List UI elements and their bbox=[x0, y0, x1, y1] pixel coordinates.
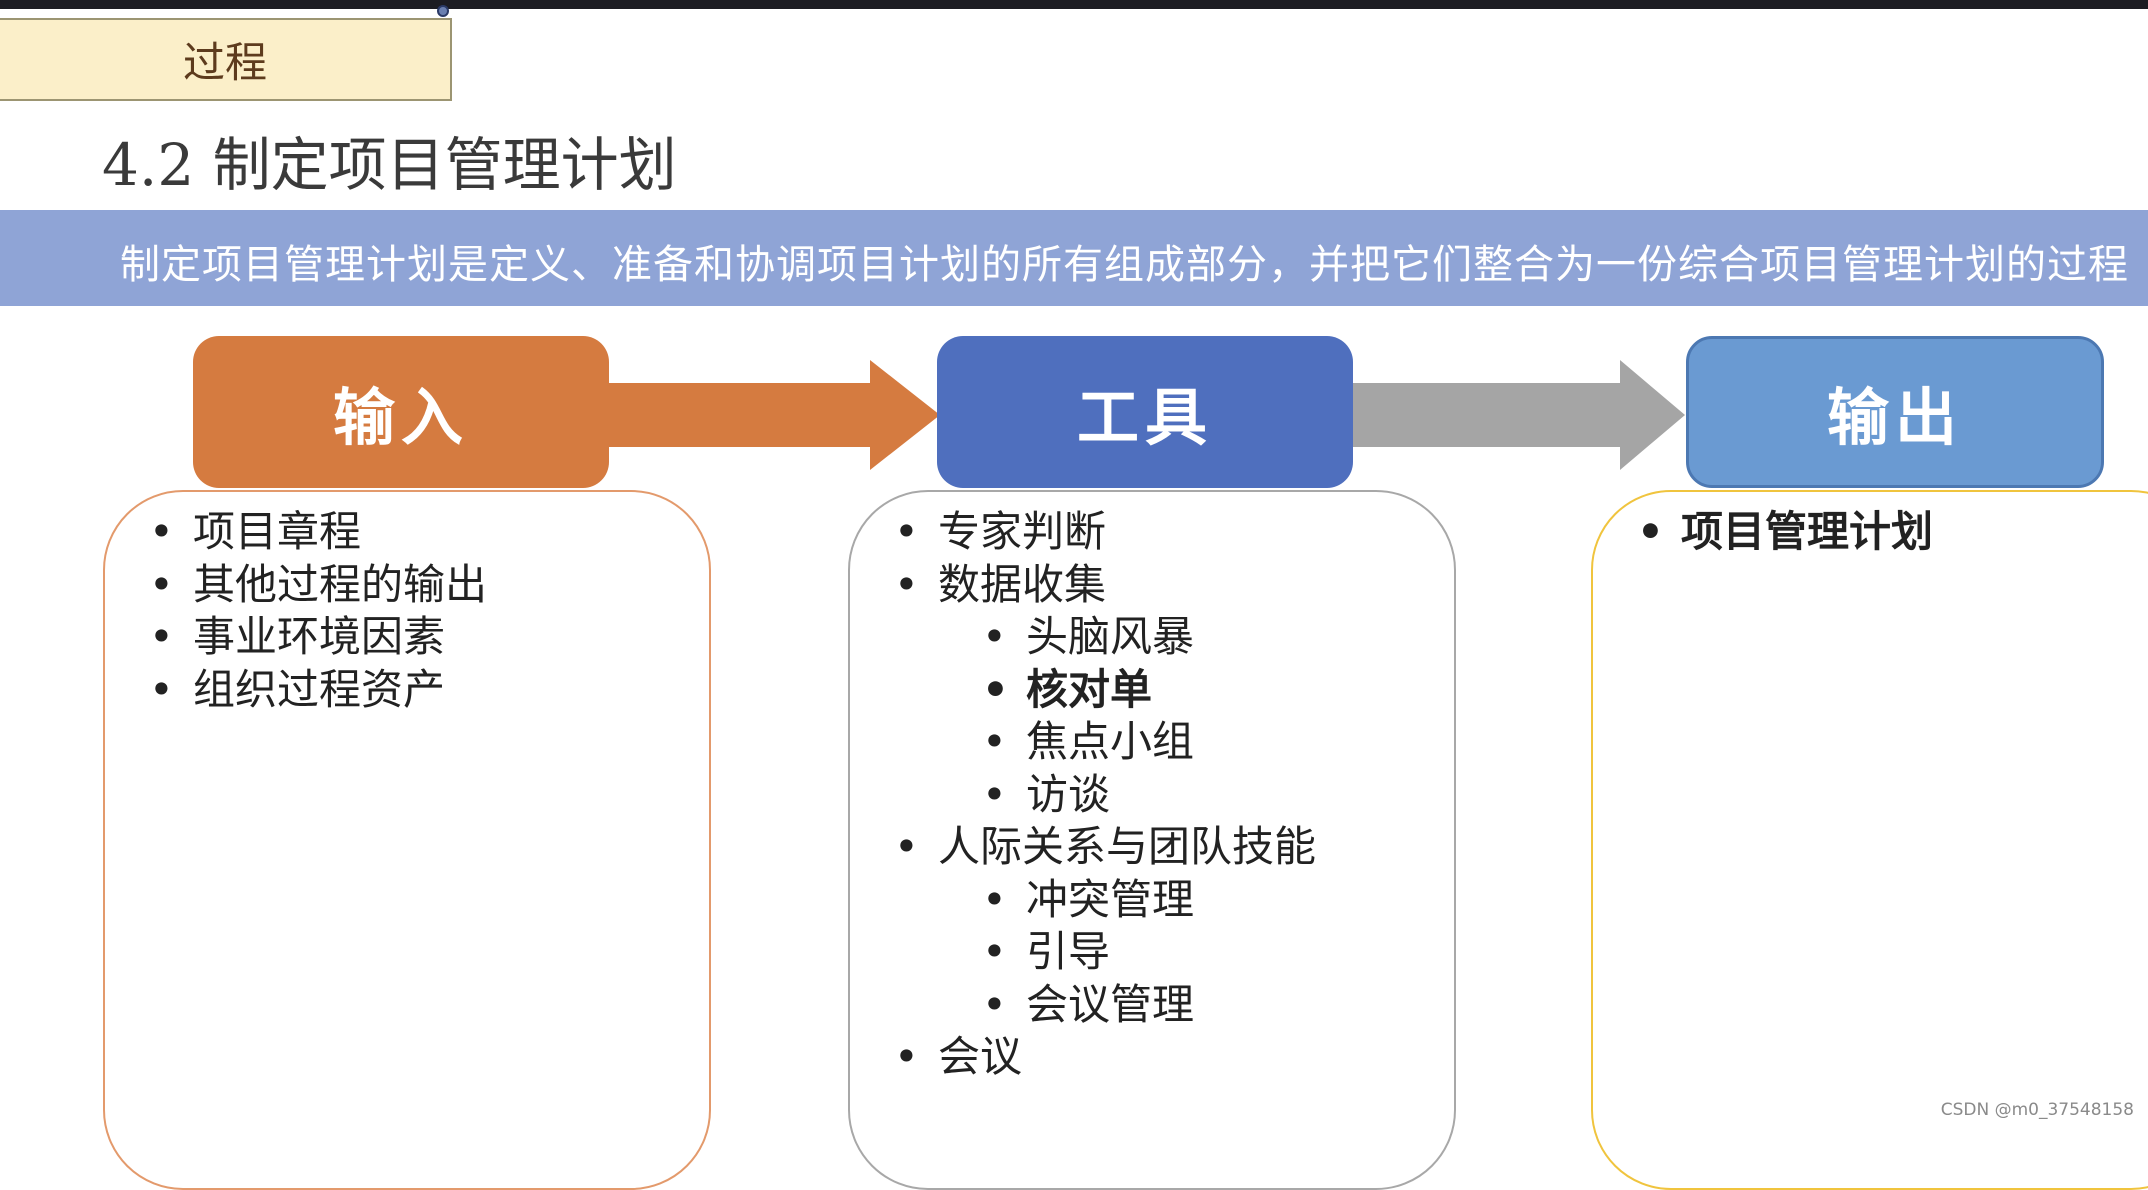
tools-list-item: 会议管理 bbox=[982, 979, 1316, 1032]
definition-banner: 制定项目管理计划是定义、准备和协调项目计划的所有组成部分，并把它们整合为一份综合… bbox=[0, 210, 2148, 306]
input-header: 输入 bbox=[193, 336, 609, 488]
tools-list-item: 核对单 bbox=[982, 664, 1316, 717]
process-tag: 过程 bbox=[0, 18, 452, 101]
output-list-item: 项目管理计划 bbox=[1637, 506, 1933, 559]
resize-handle[interactable] bbox=[437, 5, 449, 17]
tools-list-item: 头脑风暴 bbox=[982, 611, 1316, 664]
output-list: 项目管理计划 bbox=[1637, 506, 1933, 559]
tools-list-item: 焦点小组 bbox=[982, 716, 1316, 769]
tools-to-output-arrow bbox=[1345, 360, 1685, 470]
tools-list-item: 冲突管理 bbox=[982, 874, 1316, 927]
input-list-item: 项目章程 bbox=[149, 506, 487, 559]
tools-list-item: 人际关系与团队技能 bbox=[894, 821, 1316, 874]
output-list-panel: 项目管理计划 bbox=[1591, 490, 2148, 1190]
watermark: CSDN @m0_37548158 bbox=[1940, 1100, 2134, 1120]
input-list-panel: 项目章程其他过程的输出事业环境因素组织过程资产 bbox=[103, 490, 711, 1190]
input-list-item: 事业环境因素 bbox=[149, 611, 487, 664]
tools-list-item: 引导 bbox=[982, 926, 1316, 979]
input-to-tools-arrow bbox=[600, 360, 940, 470]
output-header: 输出 bbox=[1686, 336, 2104, 488]
tools-list-item: 数据收集 bbox=[894, 559, 1316, 612]
page-title: 4.2 制定项目管理计划 bbox=[102, 131, 677, 199]
tools-list-panel: 专家判断数据收集头脑风暴核对单焦点小组访谈人际关系与团队技能冲突管理引导会议管理… bbox=[848, 490, 1456, 1190]
tools-list-item: 访谈 bbox=[982, 769, 1316, 822]
definition-text: 制定项目管理计划是定义、准备和协调项目计划的所有组成部分，并把它们整合为一份综合… bbox=[120, 242, 2129, 288]
input-list: 项目章程其他过程的输出事业环境因素组织过程资产 bbox=[149, 506, 487, 717]
tools-header: 工具 bbox=[937, 336, 1353, 488]
tools-list: 专家判断数据收集头脑风暴核对单焦点小组访谈人际关系与团队技能冲突管理引导会议管理… bbox=[894, 506, 1316, 1084]
tools-list-item: 会议 bbox=[894, 1031, 1316, 1084]
tools-list-item: 专家判断 bbox=[894, 506, 1316, 559]
top-bar bbox=[0, 0, 2148, 17]
input-list-item: 组织过程资产 bbox=[149, 664, 487, 717]
input-list-item: 其他过程的输出 bbox=[149, 559, 487, 612]
